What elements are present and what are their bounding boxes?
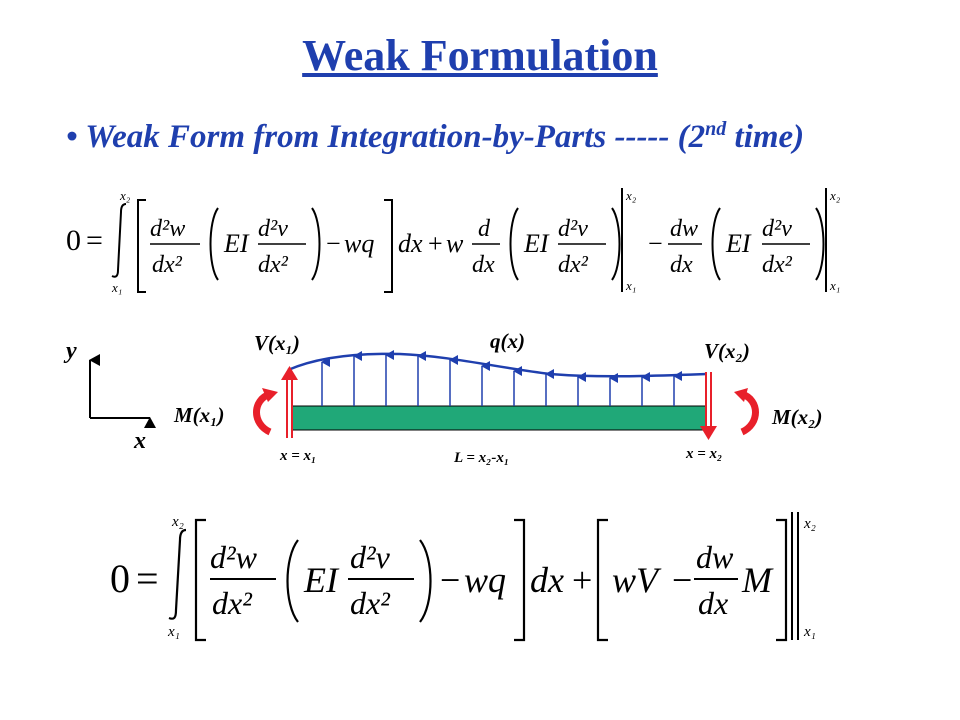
eq1-minus: − xyxy=(326,229,341,258)
beam xyxy=(291,405,707,431)
moment-arrow-right xyxy=(734,388,759,436)
beam-diagram: y x xyxy=(63,329,822,466)
eq1-lower-limit: x₁ xyxy=(111,280,122,295)
eq2-close-paren xyxy=(419,539,432,623)
eq1-dx-denom: dx xyxy=(472,252,495,278)
shear-label-right: V(x₂) xyxy=(704,339,750,363)
eq2-close-bracket-2 xyxy=(776,518,788,642)
eq1-open-paren xyxy=(509,207,519,281)
eq1-EI-3: EI xyxy=(725,229,752,258)
eq2-lower-limit: x₁ xyxy=(167,624,180,640)
eq2-plus: + xyxy=(572,560,592,600)
moment-arrow-left xyxy=(253,388,278,436)
load-label: q(x) xyxy=(490,329,525,353)
eq2-dx2b: dx² xyxy=(350,585,391,621)
eq2-close-bracket xyxy=(514,518,526,642)
eq1-d2w: d²w xyxy=(150,216,185,242)
load-arrows xyxy=(321,350,682,406)
eq1-w: w xyxy=(446,229,464,258)
eq2-wq: wq xyxy=(464,560,506,600)
equation-2: 0 = x₂ x₁ d²w dx² EI d²v dx² − wq dx + w… xyxy=(110,512,816,642)
left-end-label: x = x₁ xyxy=(279,448,316,464)
eq1-dx2: dx² xyxy=(152,252,183,278)
eq1-equals: = xyxy=(86,224,103,257)
bullet-point: • Weak Form from Integration-by-Parts --… xyxy=(66,118,804,156)
eq1-dx: dx xyxy=(398,229,423,258)
eq1-eval-lower-2: x₁ xyxy=(829,278,840,293)
shear-arrow-left xyxy=(281,366,298,438)
moment-head xyxy=(262,388,278,402)
eq2-minus: − xyxy=(440,560,460,600)
eq1-lhs: 0 xyxy=(66,224,81,257)
eq2-open-paren xyxy=(286,539,299,623)
eq2-dx2: dx² xyxy=(212,585,253,621)
moment-arc xyxy=(740,390,759,436)
eq2-dx-denom: dx xyxy=(698,585,728,621)
bullet-superscript: nd xyxy=(705,118,727,140)
eq1-plus: + xyxy=(428,229,443,258)
eq1-wq: wq xyxy=(344,229,374,258)
bullet-text: Weak Form from Integration-by-Parts ----… xyxy=(85,119,706,155)
eq1-close-paren xyxy=(815,207,825,281)
eq1-dx2-2: dx² xyxy=(558,252,589,278)
eq2-EI: EI xyxy=(303,560,340,600)
shear-label-left: V(x₁) xyxy=(254,331,300,355)
eq2-upper-limit: x₂ xyxy=(171,514,184,530)
right-end-label: x = x₂ xyxy=(685,446,722,462)
eq2-dw: dw xyxy=(696,539,734,575)
eq1-dx-denom-2: dx xyxy=(670,252,693,278)
eq1-close-paren xyxy=(611,207,621,281)
eq1-close-paren xyxy=(311,207,321,281)
bullet-text-end: time) xyxy=(726,119,805,155)
slide-title: Weak Formulation xyxy=(302,31,658,80)
eq1-dx2-3: dx² xyxy=(762,252,793,278)
eq1-d2v-2: d²v xyxy=(558,216,588,242)
eq1-open-paren xyxy=(711,207,721,281)
moment-head xyxy=(734,388,748,402)
eq2-open-bracket-2 xyxy=(596,518,608,642)
shear-head xyxy=(700,426,717,440)
eq2-wV: wV xyxy=(612,560,662,600)
moment-label-left: M(x₁) xyxy=(173,403,224,427)
eq1-minus-2: − xyxy=(648,229,663,258)
equation-1: 0 = x₂ x₁ d²w dx² EI d²v dx² − wq dx + w… xyxy=(66,188,841,295)
eq1-eval-upper: x₂ xyxy=(625,188,637,203)
eq2-eval-upper: x₂ xyxy=(803,516,816,532)
eq1-open-bracket xyxy=(137,199,146,293)
y-axis-label: y xyxy=(63,338,77,364)
eq2-d2w: d²w xyxy=(210,539,258,575)
eq1-dw: dw xyxy=(670,216,698,242)
moment-label-right: M(x₂) xyxy=(771,405,822,429)
shear-head xyxy=(281,366,298,380)
beam-length-label: L = x₂-x₁ xyxy=(453,450,509,466)
eq2-minus-2: − xyxy=(672,560,692,600)
eq1-d: d xyxy=(478,216,491,242)
eq2-equals: = xyxy=(136,556,159,601)
eq1-EI-2: EI xyxy=(523,229,550,258)
x-axis-label: x xyxy=(133,428,146,454)
eq2-eval-lower: x₁ xyxy=(803,624,816,640)
eq1-dx2b: dx² xyxy=(258,252,289,278)
eq1-d2v: d²v xyxy=(258,216,288,242)
eq2-open-bracket xyxy=(194,518,206,642)
eq1-EI: EI xyxy=(223,229,250,258)
eq1-upper-limit: x₂ xyxy=(119,188,131,203)
eq2-integral-sign xyxy=(168,528,187,620)
eq1-integral-sign xyxy=(111,203,127,278)
eq2-dx: dx xyxy=(530,560,564,600)
eq2-lhs: 0 xyxy=(110,556,130,601)
eq1-eval-lower: x₁ xyxy=(625,278,636,293)
eq2-d2v: d²v xyxy=(350,539,391,575)
eq2-M: M xyxy=(741,560,774,600)
load-curve xyxy=(287,352,707,378)
bullet-marker: • xyxy=(66,119,78,155)
eq1-open-paren xyxy=(209,207,219,281)
eq1-eval-upper-2: x₂ xyxy=(829,188,841,203)
eq1-d2v-3: d²v xyxy=(762,216,792,242)
shear-arrow-right xyxy=(700,372,717,440)
eq1-close-bracket xyxy=(384,199,393,293)
